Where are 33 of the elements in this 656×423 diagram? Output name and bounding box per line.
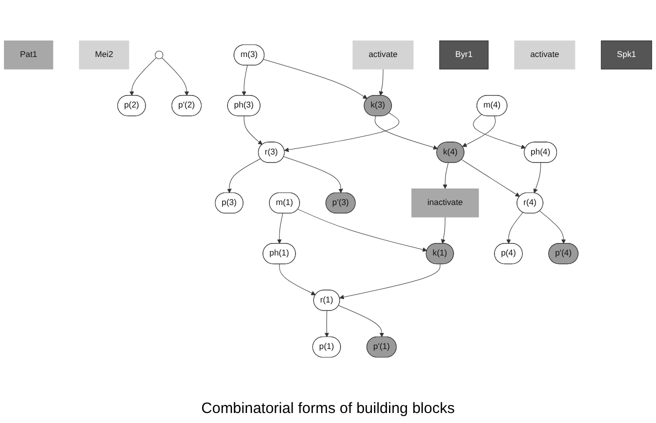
node-circle bbox=[154, 50, 164, 60]
arrow bbox=[506, 212, 524, 244]
arrow bbox=[473, 114, 526, 149]
arrow bbox=[244, 116, 262, 145]
arrow bbox=[324, 310, 330, 338]
node-box: Byr1 bbox=[439, 40, 489, 70]
arrow bbox=[339, 264, 440, 300]
arrow bbox=[283, 156, 344, 194]
arrow bbox=[338, 305, 384, 338]
node-box: Spk1 bbox=[600, 40, 652, 70]
arrow bbox=[242, 65, 248, 96]
arrow bbox=[279, 264, 316, 296]
arrow bbox=[462, 116, 496, 147]
caption: Combinatorial forms of building blocks bbox=[201, 399, 455, 419]
arrow bbox=[461, 159, 520, 197]
node-box: inactivate bbox=[411, 188, 479, 218]
node-box: activate bbox=[514, 40, 576, 70]
arrow bbox=[374, 116, 438, 150]
arrow bbox=[533, 162, 541, 194]
node-box: activate bbox=[352, 40, 414, 70]
arrow bbox=[129, 57, 157, 96]
arrow bbox=[277, 213, 284, 244]
arrow bbox=[227, 158, 261, 194]
arrow bbox=[442, 162, 449, 189]
arrow bbox=[539, 210, 566, 244]
arrow bbox=[440, 216, 446, 244]
arrow bbox=[284, 112, 400, 152]
node-box: Mei2 bbox=[78, 40, 130, 70]
node-box: Pat1 bbox=[4, 40, 54, 70]
arrow bbox=[378, 68, 384, 96]
arrow bbox=[298, 208, 428, 252]
arrow bbox=[162, 57, 190, 96]
arrow bbox=[263, 59, 368, 99]
